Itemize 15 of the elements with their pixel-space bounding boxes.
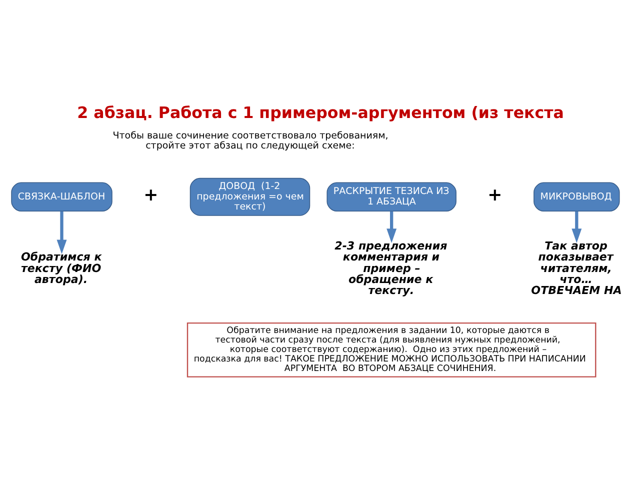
label: + — [488, 186, 502, 206]
node-box: МИКРОВЫВОД — [534, 182, 620, 212]
node-text: Так автор показывает читателям, что… ОТВЕЧАЕМ НА — [531, 240, 622, 297]
arrow — [386, 211, 397, 243]
node-text: 2-3 предложения комментария и пример – обращение к тексту. — [334, 240, 448, 297]
arrow — [56, 211, 67, 254]
node-box: Обратите внимание на предложения в задании 10, которые даются в тестовой части сразу после текста (для выявления нужных предложений, которые соответствуют содержанию). Одно из этих предложений – подсказка для вас! ТАКОЕ ПРЕДЛОЖЕНИЕ МОЖНО ИСПОЛЬЗОВАТЬ ПРИ НАПИСАНИИ АРГУМЕНТА ВО ВТОРОМ АБЗАЦЕ СОЧИНЕНИЯ. — [186, 322, 596, 378]
node-box: СВЯЗКА-ШАБЛОН — [11, 182, 112, 212]
arrow — [572, 211, 582, 243]
diagram-title: 2 абзац. Работа с 1 примером-аргументом (из текста — [77, 103, 564, 122]
label: + — [144, 186, 158, 206]
node-box: РАСКРЫТИЕ ТЕЗИСА ИЗ 1 АБЗАЦА — [326, 182, 456, 212]
node-text: Обратимся к тексту (ФИО автора). — [21, 250, 102, 286]
label: Чтобы ваше сочинение соответствовало требованиям, стройте этот абзац по следующей схеме: — [112, 130, 388, 152]
node-box: ДОВОД (1-2 предложения =о чем текст) — [190, 178, 310, 216]
